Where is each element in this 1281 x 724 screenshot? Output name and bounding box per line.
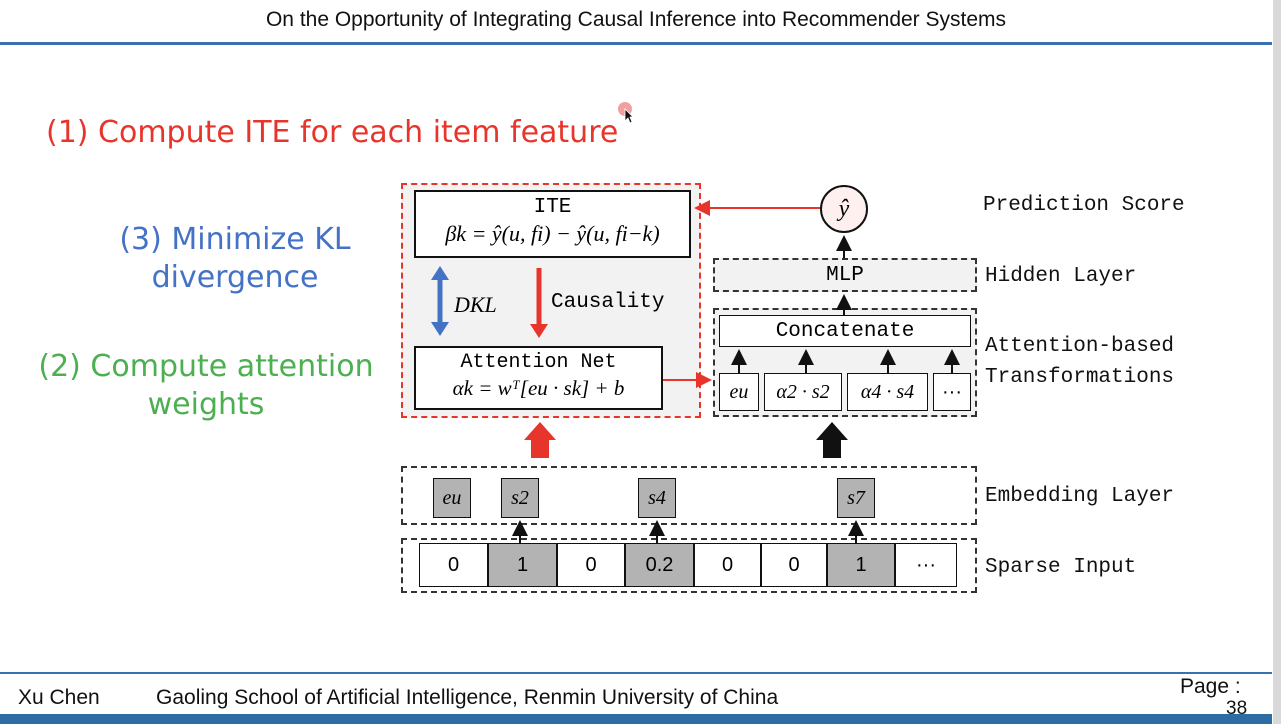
ite-box: ITE βk = ŷ(u, fi) − ŷ(u, fi−k) bbox=[414, 190, 691, 258]
big-red-arrow-icon bbox=[524, 422, 556, 458]
attention-net-title: Attention Net bbox=[460, 351, 617, 374]
window-edge bbox=[1273, 0, 1281, 724]
causality-arrow-icon bbox=[530, 324, 548, 338]
transform-cell-more: ··· bbox=[933, 373, 971, 411]
sparse-cell: 0 bbox=[761, 543, 827, 587]
step3-line1: (3) Minimize KL bbox=[119, 222, 351, 257]
sparse-cell: 1 bbox=[488, 543, 557, 587]
transform-cell-eu: eu bbox=[719, 373, 759, 411]
embedding-s2: s2 bbox=[501, 478, 539, 518]
attention-net-box: Attention Net αk = wᵀ[eu · sk] + b bbox=[414, 346, 663, 410]
causality-label: Causality bbox=[551, 291, 665, 314]
transform-cell-a4s4: α4 · s4 bbox=[847, 373, 928, 411]
ite-formula-text: βk = ŷ(u, fi) − ŷ(u, fi−k) bbox=[445, 221, 660, 246]
dkl-arrow-up-icon bbox=[431, 266, 449, 280]
big-black-arrow-icon bbox=[816, 422, 848, 458]
footer-rule bbox=[0, 672, 1272, 674]
concatenate-box: Concatenate bbox=[719, 315, 971, 347]
step3-text: (3) Minimize KL divergence bbox=[100, 221, 370, 297]
footer-author: Xu Chen bbox=[18, 686, 100, 709]
dkl-arrow-down-icon bbox=[431, 322, 449, 336]
attention-formula: αk = wᵀ[eu · sk] + b bbox=[452, 376, 625, 400]
footer-page-label: Page : bbox=[1180, 675, 1241, 698]
embedding-s4: s4 bbox=[638, 478, 676, 518]
transform-cell-a2s2: α2 · s2 bbox=[764, 373, 842, 411]
step2-text: (2) Compute attention weights bbox=[26, 348, 386, 424]
prediction-score-node: ŷ bbox=[820, 185, 868, 233]
concatenate-label: Concatenate bbox=[775, 319, 915, 343]
attention-layer-label-2: Transformations bbox=[985, 366, 1175, 389]
sparse-cell: 0 bbox=[557, 543, 625, 587]
step2-line2: weights bbox=[147, 387, 265, 422]
footer-page-number: 38 bbox=[1226, 698, 1248, 719]
dkl-label: DKL bbox=[454, 292, 497, 317]
cursor-arrow-icon bbox=[624, 108, 634, 124]
step3-line2: divergence bbox=[151, 260, 319, 295]
sparse-cell: ··· bbox=[895, 543, 957, 587]
step1-text: (1) Compute ITE for each item feature bbox=[46, 115, 619, 150]
sparse-cell: 0.2 bbox=[625, 543, 694, 587]
embedding-layer-label: Embedding Layer bbox=[985, 485, 1175, 508]
embedding-eu: eu bbox=[433, 478, 471, 518]
slide-title: On the Opportunity of Integrating Causal… bbox=[265, 8, 1007, 31]
footer-bar bbox=[0, 714, 1272, 724]
ite-title: ITE bbox=[533, 196, 572, 219]
prediction-score-label: Prediction Score bbox=[983, 194, 1185, 217]
embedding-frame bbox=[401, 466, 977, 525]
header-rule bbox=[0, 42, 1272, 45]
embedding-s7: s7 bbox=[837, 478, 875, 518]
mlp-frame: MLP bbox=[713, 258, 977, 292]
sparse-cell: 1 bbox=[827, 543, 895, 587]
ite-formula: βk = ŷ(u, fi) − ŷ(u, fi−k) bbox=[416, 221, 689, 247]
yhat-symbol: ŷ bbox=[838, 195, 850, 222]
sparse-cell: 0 bbox=[419, 543, 488, 587]
step2-line1: (2) Compute attention bbox=[38, 349, 374, 384]
hidden-layer-label: Hidden Layer bbox=[985, 265, 1137, 288]
mlp-label: MLP bbox=[826, 263, 864, 287]
footer-affiliation: Gaoling School of Artificial Intelligenc… bbox=[156, 686, 779, 709]
sparse-input-label: Sparse Input bbox=[985, 556, 1137, 579]
sparse-input-frame bbox=[401, 538, 977, 593]
sparse-cell: 0 bbox=[694, 543, 761, 587]
attention-layer-label-1: Attention-based bbox=[985, 335, 1175, 358]
